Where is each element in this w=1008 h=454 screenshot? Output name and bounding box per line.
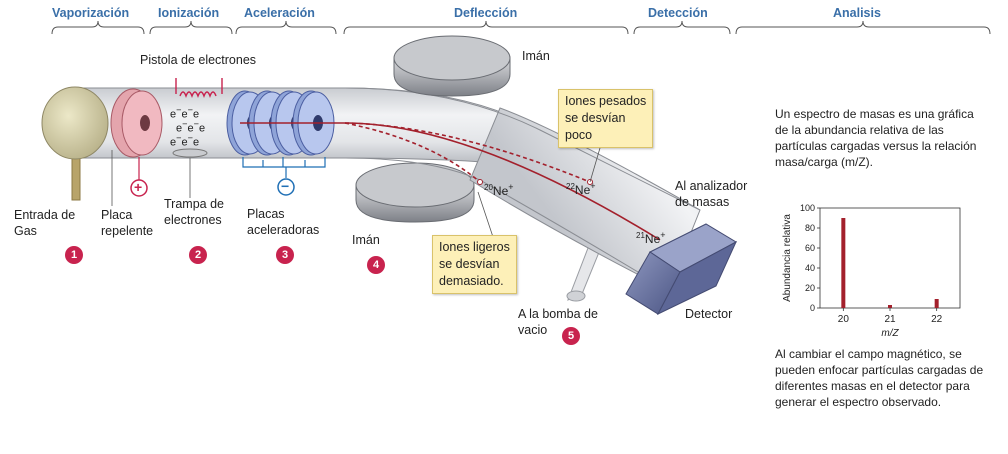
y-tick-label: 80 [805, 223, 815, 233]
stage-title-ionizacion: Ionización [158, 6, 220, 20]
step-badge-2: 2 [189, 246, 207, 264]
y-tick-label: 60 [805, 243, 815, 253]
side-text-intro: Un espectro de masas es una gráfica de l… [775, 107, 977, 169]
electron-trap [172, 148, 208, 158]
label-iman-superior: Imán [522, 49, 550, 63]
stage-title-analisis: Analisis [833, 6, 881, 20]
chart-frame [819, 207, 961, 309]
electron-label: e−e−e [170, 133, 200, 149]
minus-sign: − [281, 178, 290, 194]
electron-label: e−e−e [176, 119, 206, 135]
step-badge-3: 3 [276, 246, 294, 264]
plus-terminal [130, 179, 148, 197]
x-tick-label: 20 [838, 314, 850, 325]
electron-gun-coil [175, 78, 223, 98]
y-tick-label: 40 [805, 263, 815, 273]
ion-label-ne21: 21Ne+ [636, 230, 666, 246]
detector-block [625, 223, 738, 316]
stage-braces [51, 20, 991, 35]
side-text-outro: Al cambiar el campo magnético, se pueden… [775, 347, 984, 409]
step-badge-1: 1 [65, 246, 83, 264]
bar-22 [934, 299, 939, 308]
label-iman-inferior: Imán [352, 233, 380, 247]
stage-title-aceleracion: Aceleración [244, 6, 315, 20]
x-tick-label: 21 [884, 314, 896, 325]
ion-label-ne20: 20Ne+ [484, 182, 514, 198]
step-badge-4: 4 [367, 256, 385, 274]
plus-sign: + [134, 179, 143, 195]
stage-title-vaporizacion: Vaporización [52, 6, 130, 20]
y-tick-label: 20 [805, 283, 815, 293]
x-tick-label: 22 [931, 314, 943, 325]
y-tick-label: 0 [810, 303, 815, 313]
beam-ne20 [344, 122, 481, 183]
electron-label: e−e−e [170, 105, 200, 121]
bar-20 [841, 218, 846, 308]
magnet-upper [393, 35, 511, 97]
beam-ne22 [344, 122, 591, 183]
minus-terminal [277, 178, 295, 196]
label-pistola-electrones: Pistola de electrones [140, 53, 257, 67]
bar-21 [888, 305, 892, 308]
mass-spectrum-chart: 0 20 40 60 80 100 20 21 22 Abundancia relativa m/Z [782, 203, 961, 339]
label-detector: Detector [685, 307, 733, 321]
y-tick-label: 100 [800, 203, 815, 213]
stage-title-deteccion: Detección [648, 6, 708, 20]
y-axis-label: Abundancia relativa [782, 214, 793, 302]
x-axis-label: m/Z [881, 328, 899, 339]
step-badge-5: 5 [562, 327, 580, 345]
stage-title-deflexion: Deflección [454, 6, 518, 20]
ion-beams [240, 122, 661, 241]
gas-inlet-cap [41, 86, 109, 160]
magnet-lower [355, 162, 475, 223]
ion-label-ne22: 22Ne+ [566, 181, 596, 197]
repeller-plate [110, 88, 163, 158]
